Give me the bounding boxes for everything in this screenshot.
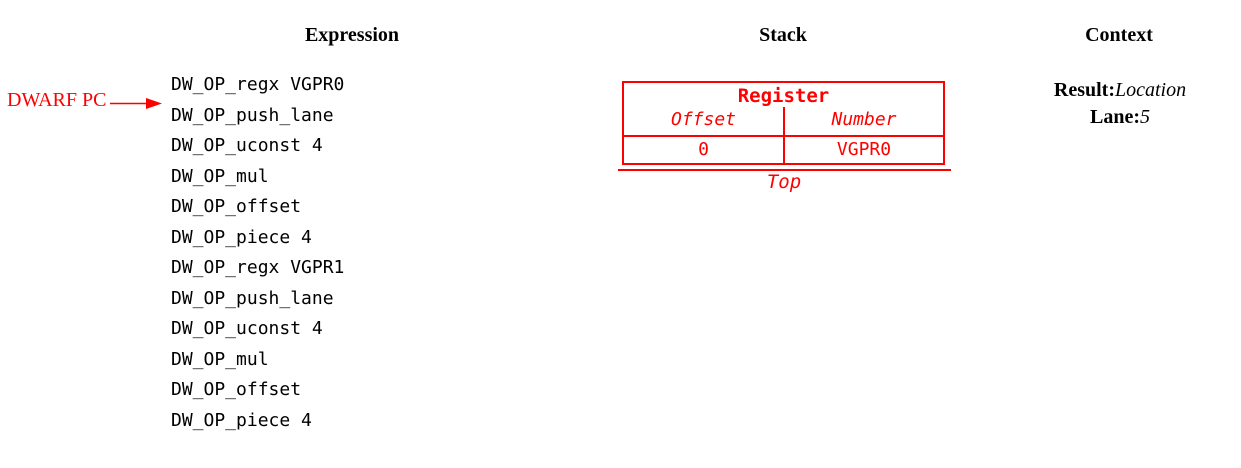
- expression-item: DW_OP_uconst 4: [171, 318, 323, 339]
- expression-column-header: Expression: [304, 24, 400, 46]
- context-result-label: Result:: [1053, 79, 1115, 101]
- expression-list: DW_OP_regx VGPR0 DW_OP_push_lane DW_OP_u…: [171, 70, 344, 436]
- expression-item: DW_OP_offset: [171, 196, 302, 217]
- stack-entry-number-value: VGPR0: [783, 137, 943, 163]
- stack-entry-offset-header: Offset: [670, 109, 737, 130]
- stack-entry-table: Register Offset Number 0 VGPR0: [622, 81, 945, 165]
- right-arrow-icon: [110, 97, 162, 115]
- expression-item: DW_OP_push_lane: [171, 104, 334, 126]
- stack-top-divider: [618, 169, 951, 171]
- stack-entry-number-header: Number: [783, 107, 943, 135]
- stack-entry-column-headers: Offset Number: [624, 107, 943, 135]
- stack-entry-values-row: 0 VGPR0: [624, 135, 943, 163]
- stack-entry-title: Register: [737, 85, 830, 107]
- expression-item: DW_OP_offset: [171, 379, 302, 400]
- stack-entry-offset-value: 0: [698, 139, 709, 160]
- expression-item: DW_OP_mul: [171, 165, 269, 187]
- context-result-value: Location: [1114, 79, 1187, 101]
- stack-column-header: Stack: [759, 24, 807, 46]
- expression-item: DW_OP_regx VGPR0: [171, 74, 345, 95]
- context-fields: Result:Location Lane:5: [1010, 77, 1230, 131]
- expression-item: DW_OP_piece 4: [171, 226, 312, 248]
- context-lane-value: 5: [1140, 106, 1150, 128]
- expression-item: DW_OP_piece 4: [171, 409, 312, 431]
- stack-top-label: Top: [766, 171, 802, 193]
- expression-item: DW_OP_mul: [171, 348, 269, 370]
- context-lane-line: Lane:5: [1010, 104, 1230, 131]
- expression-item: DW_OP_uconst 4: [171, 135, 323, 156]
- context-lane-label: Lane:: [1090, 106, 1140, 128]
- expression-item: DW_OP_regx VGPR1: [171, 257, 345, 278]
- dwarf-pc-label: DWARF PC: [7, 89, 107, 111]
- context-column-header: Context: [1085, 24, 1153, 46]
- context-result-line: Result:Location: [1010, 77, 1230, 104]
- expression-item: DW_OP_push_lane: [171, 287, 334, 309]
